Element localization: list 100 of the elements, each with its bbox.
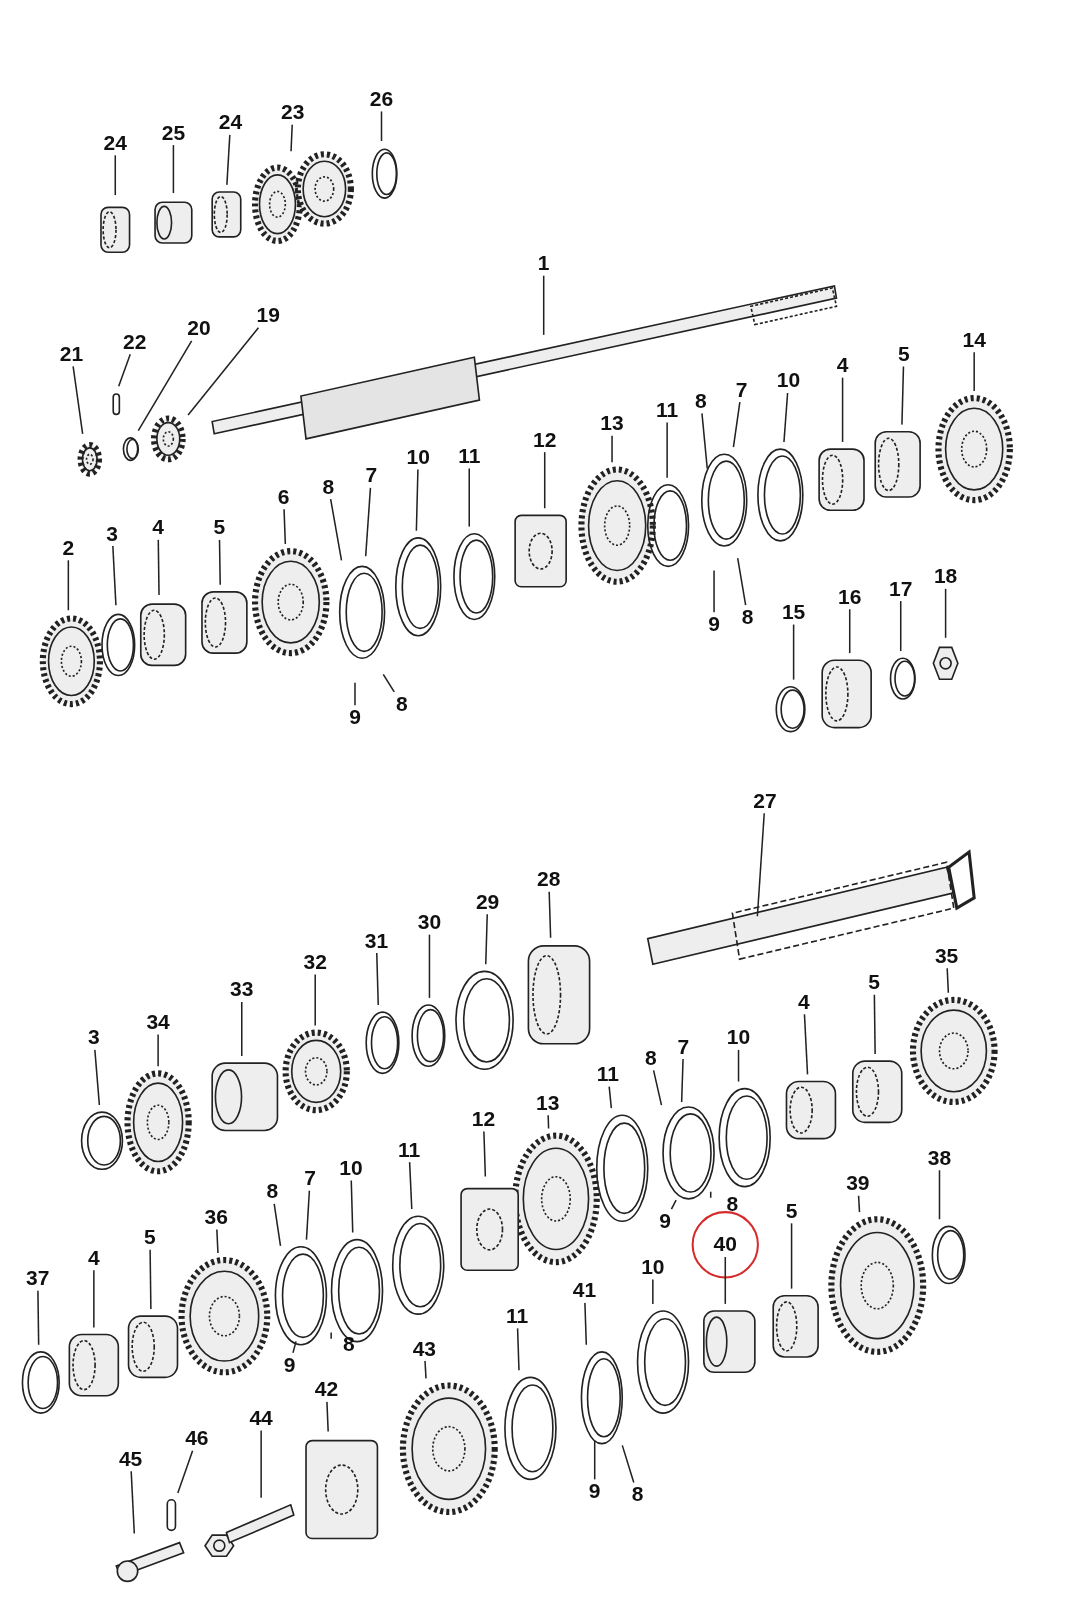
callout-number: 11	[596, 1063, 620, 1086]
leader-line	[593, 1439, 596, 1481]
callout-number: 4	[88, 1246, 100, 1269]
callout-number: 6	[277, 485, 290, 508]
callout-number: 11	[458, 444, 481, 467]
leader-line	[67, 559, 70, 612]
leader-line	[364, 487, 372, 557]
leader-line	[790, 1222, 793, 1290]
leader-line	[376, 952, 379, 1006]
callout-number: 30	[417, 911, 442, 934]
callout-number: 4	[797, 990, 810, 1013]
callout-number: 32	[303, 950, 327, 973]
callout-number: 19	[256, 304, 280, 327]
callout-number: 12	[533, 428, 557, 451]
leader-line	[938, 1169, 941, 1220]
callout-number: 5	[897, 342, 910, 365]
callout-number: 13	[600, 412, 624, 435]
leader-line	[415, 468, 419, 532]
callout-number: 12	[471, 1108, 496, 1130]
callout-number: 35	[934, 944, 959, 967]
callout-number: 7	[365, 464, 378, 487]
leader-line	[273, 1203, 282, 1247]
leader-line	[72, 365, 84, 435]
callout-number: 22	[122, 330, 147, 353]
leader-line	[946, 967, 950, 994]
leader-line	[701, 412, 708, 470]
leader-line	[130, 1470, 136, 1535]
leader-line	[652, 1278, 654, 1305]
leader-line	[783, 392, 789, 443]
leader-line	[548, 891, 552, 939]
callout-number: 4	[836, 354, 849, 377]
callout-number: 21	[59, 342, 84, 365]
callout-number: 42	[314, 1378, 339, 1401]
leader-line	[542, 274, 545, 336]
leader-line	[137, 340, 193, 432]
leader-line	[305, 1189, 311, 1241]
leader-line	[899, 600, 902, 652]
leader-line	[290, 123, 293, 152]
leader-line	[468, 467, 470, 528]
callout-number: 11	[397, 1138, 421, 1161]
callout-number: 1	[537, 252, 550, 275]
callout-number: 9	[708, 613, 720, 636]
leader-line	[382, 673, 395, 693]
leader-line	[724, 1256, 727, 1305]
leader-line	[37, 1289, 40, 1346]
callout-number: 8	[396, 692, 408, 715]
callout-number: 10	[776, 369, 801, 392]
callout-number: 15	[781, 601, 806, 624]
leader-line	[354, 681, 356, 706]
callout-number: 45	[118, 1447, 143, 1470]
callout-number: 14	[962, 328, 986, 351]
leader-line	[218, 539, 221, 586]
leader-line	[314, 973, 316, 1027]
leader-line	[485, 913, 488, 965]
leader-line	[621, 1444, 635, 1484]
leader-line	[292, 1340, 297, 1354]
callout-number: 18	[933, 565, 958, 588]
callout-number: 41	[572, 1279, 597, 1302]
callout-number: 10	[339, 1157, 363, 1179]
leader-line	[736, 557, 747, 606]
leader-line	[543, 451, 546, 510]
leader-line	[380, 110, 383, 142]
callout-number: 5	[213, 516, 226, 539]
leader-line	[177, 1450, 194, 1494]
leader-line	[172, 144, 175, 194]
callout-number: 11	[506, 1304, 529, 1327]
callout-number: 3	[88, 1026, 100, 1049]
leader-line	[608, 1085, 613, 1109]
leader-line	[873, 994, 876, 1055]
leader-line	[670, 1199, 677, 1210]
callout-number: 23	[281, 101, 305, 124]
callout-number: 40	[713, 1233, 737, 1256]
callout-number: 9	[659, 1210, 671, 1233]
leader-line	[901, 365, 905, 426]
leader-line	[226, 134, 231, 186]
leader-line	[483, 1130, 487, 1178]
callout-number: 27	[753, 789, 777, 812]
callout-number: 38	[927, 1146, 952, 1169]
callout-number: 8	[741, 606, 754, 629]
leader-line	[94, 1049, 101, 1106]
callout-number: 2	[62, 536, 75, 559]
callout-number: 3	[106, 522, 119, 545]
callout-number: 7	[735, 378, 748, 401]
callout-number: 5	[144, 1226, 156, 1249]
leader-line	[732, 401, 741, 448]
leader-line	[737, 1049, 740, 1083]
callout-number: 26	[369, 87, 394, 110]
leader-line	[857, 1195, 861, 1213]
leader-line	[117, 353, 131, 388]
callout-number: 9	[283, 1353, 296, 1376]
leader-line	[848, 608, 851, 654]
callout-number: 4	[152, 516, 164, 539]
callout-number: 11	[656, 399, 679, 422]
callout-number: 25	[161, 121, 186, 144]
callout-number: 46	[185, 1427, 209, 1450]
callout-number: 24	[218, 111, 243, 134]
callout-number: 31	[364, 929, 389, 952]
callout-number: 8	[343, 1333, 355, 1356]
leader-line	[216, 1228, 219, 1254]
callout-number: 34	[146, 1011, 170, 1034]
